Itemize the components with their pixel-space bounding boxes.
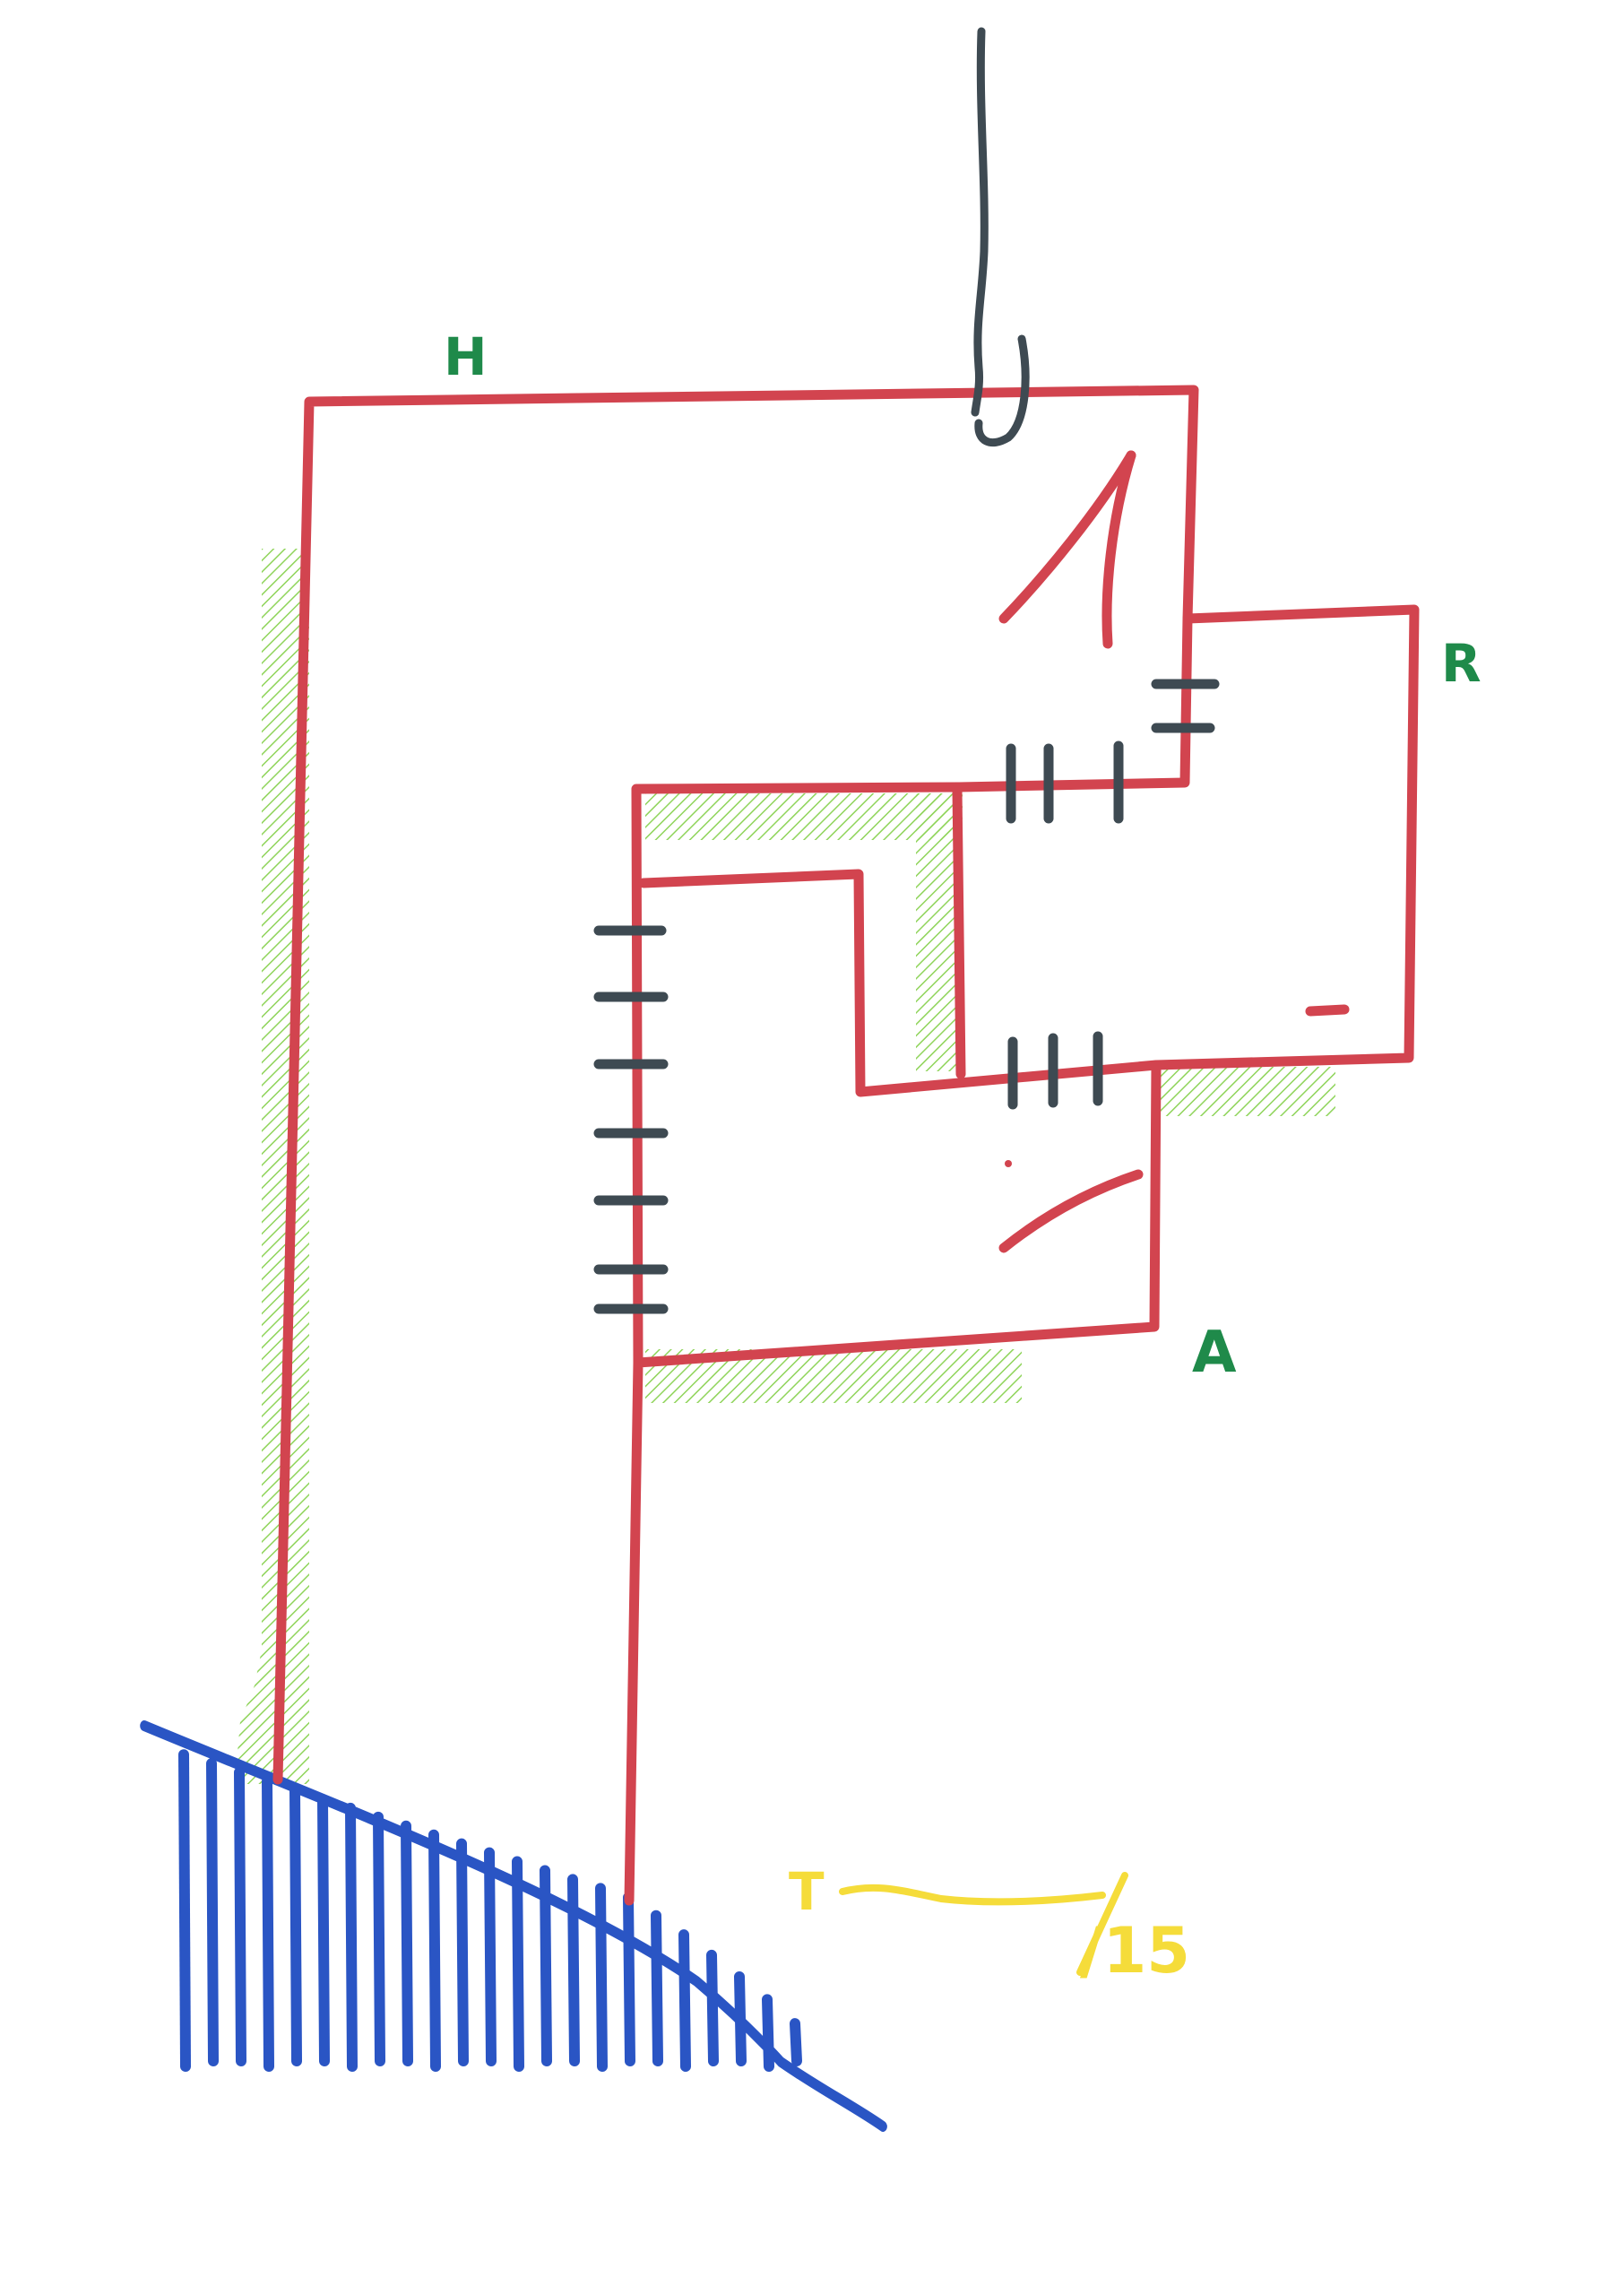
shadow-left-column (235, 549, 309, 1784)
label-r: R (1441, 633, 1481, 694)
ground-tick (401, 1820, 413, 2066)
right-ticks (1151, 679, 1220, 733)
hook-icon (974, 334, 1030, 446)
shadow-lower-ledge (1156, 1067, 1335, 1116)
label-h: H (444, 326, 488, 387)
wire-and-ticks (593, 27, 1220, 1314)
upper-claw-line (998, 450, 1136, 624)
ground-tick (651, 1910, 663, 2066)
label-t: T (789, 1861, 825, 1922)
ground-tick (373, 1811, 385, 2066)
top-bar-lower (954, 613, 1193, 792)
lower-claw-line (998, 1169, 1144, 1253)
ground-tick (206, 1758, 219, 2066)
ground-tick (623, 1892, 635, 2066)
left-ticks (593, 925, 669, 1314)
lower-ticks (1007, 1031, 1103, 1110)
scale-line (839, 1884, 1106, 1906)
shadow-inner-top (645, 793, 959, 840)
inner-frame (631, 782, 964, 1368)
ground-tick (484, 1847, 497, 2066)
minus-mark (1305, 1004, 1350, 1017)
ground-tick (678, 1929, 691, 2072)
ground-tick (790, 2018, 802, 2066)
ground-tick (762, 1994, 774, 2072)
scale-indicator (839, 1872, 1128, 1976)
upper-claw-curve (1101, 450, 1136, 649)
scale-slash (1076, 1872, 1128, 1976)
label-scale: /15 (1080, 1914, 1190, 1988)
ground-tick (289, 1785, 302, 2066)
ground-tick (512, 1856, 524, 2072)
outer-frame (272, 385, 1420, 1906)
top-ticks (1006, 740, 1124, 824)
ground-tick (345, 1802, 358, 2072)
ground-tick (706, 1949, 719, 2066)
ground-tick (317, 1793, 330, 2066)
ground-tick (456, 1838, 469, 2066)
ground-tick (540, 1865, 552, 2066)
suspension-wire-icon (971, 27, 989, 417)
small-dot (1005, 1160, 1012, 1167)
inner-notch (638, 869, 1162, 1097)
ground-tick (734, 1970, 747, 2066)
ground-tick (178, 1749, 191, 2072)
ground-hatch-icon (140, 1720, 887, 2132)
ground-tick (234, 1767, 246, 2066)
structure-outline (272, 385, 1420, 1906)
ground-tick (262, 1776, 274, 2072)
inner-divider (952, 784, 966, 1079)
label-a: A (1192, 1320, 1237, 1386)
ground-tick (567, 1874, 580, 2066)
ground-tick (428, 1829, 441, 2072)
shadow-hatching (235, 549, 1335, 1784)
ground-ticks (178, 1749, 802, 2072)
ground-tick (595, 1883, 608, 2072)
